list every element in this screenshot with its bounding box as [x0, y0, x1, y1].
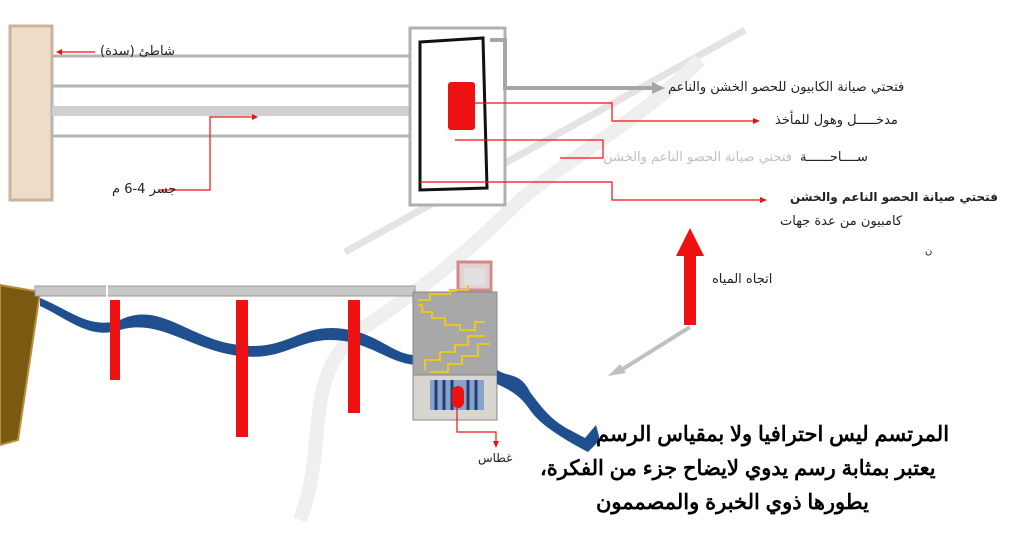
maintenance-opening-label: فتحتي صيانة الكابيون للحصو الخشن والناعم [668, 80, 905, 95]
maintenance-arrow [490, 38, 655, 90]
gabion-label: كامبيون من عدة جهات [780, 214, 903, 229]
pier-1 [110, 300, 120, 380]
maintenance-arrowhead [652, 82, 665, 94]
bridge-deck-section [34, 285, 416, 297]
intake-inner-frame [418, 36, 489, 192]
watermark-stroke [343, 26, 747, 256]
note-line-1: المرتسم ليس احترافيا ولا بمقياس الرسم [596, 423, 950, 446]
riverbank [0, 283, 42, 447]
entrance-arrowhead [753, 118, 760, 124]
river-outflow [497, 370, 600, 452]
yard-label: ســــاحــــــة [800, 150, 868, 165]
entrance-arrow [470, 102, 755, 122]
opening-bold-label: فتحتي صيانة الحصو الناعم والخشن [790, 190, 998, 204]
flow-direction-arrow [616, 325, 692, 374]
stray-char: ن [925, 246, 933, 257]
water-direction-label: اتجاه المياه [712, 272, 773, 287]
shore-arrowhead [56, 49, 62, 55]
pier-3 [348, 300, 360, 413]
intake-gate [448, 82, 475, 130]
shore-label: شاطئ (سدة) [100, 44, 175, 59]
pier-2 [236, 300, 248, 437]
water-direction-arrow [676, 228, 704, 325]
river-bed [40, 298, 415, 365]
stairs-lower [424, 335, 490, 373]
watermark-script [293, 55, 705, 523]
diver-arrow [456, 408, 497, 442]
yard-arrow [455, 139, 604, 159]
intake-entrance-label: مدخـــــل وهول للمأخذ [775, 113, 898, 128]
bridge-arrowhead [252, 114, 258, 120]
note-line-2: يعتبر بمثابة رسم يدوي لايضاح جزء من الفك… [540, 457, 936, 480]
stairs-upper [418, 285, 485, 331]
yard-faded-label: فتحتي صيانة الحصو الناعم والخشن [603, 150, 792, 165]
opening-arrow [420, 181, 762, 201]
note-line-3: يطورها ذوي الخبرة والمصممون [596, 491, 869, 514]
shore-pillar [8, 24, 54, 202]
diver-arrowhead [493, 441, 499, 448]
bridge-label: جسر 4-6 م [112, 182, 177, 197]
maintenance-box-inner [464, 268, 485, 285]
diver-gate [452, 386, 464, 408]
opening-arrowhead [760, 197, 767, 203]
bridge-arrow [160, 116, 255, 191]
flow-direction-arrowhead [608, 364, 626, 376]
diver-label: غطاس [478, 451, 513, 465]
